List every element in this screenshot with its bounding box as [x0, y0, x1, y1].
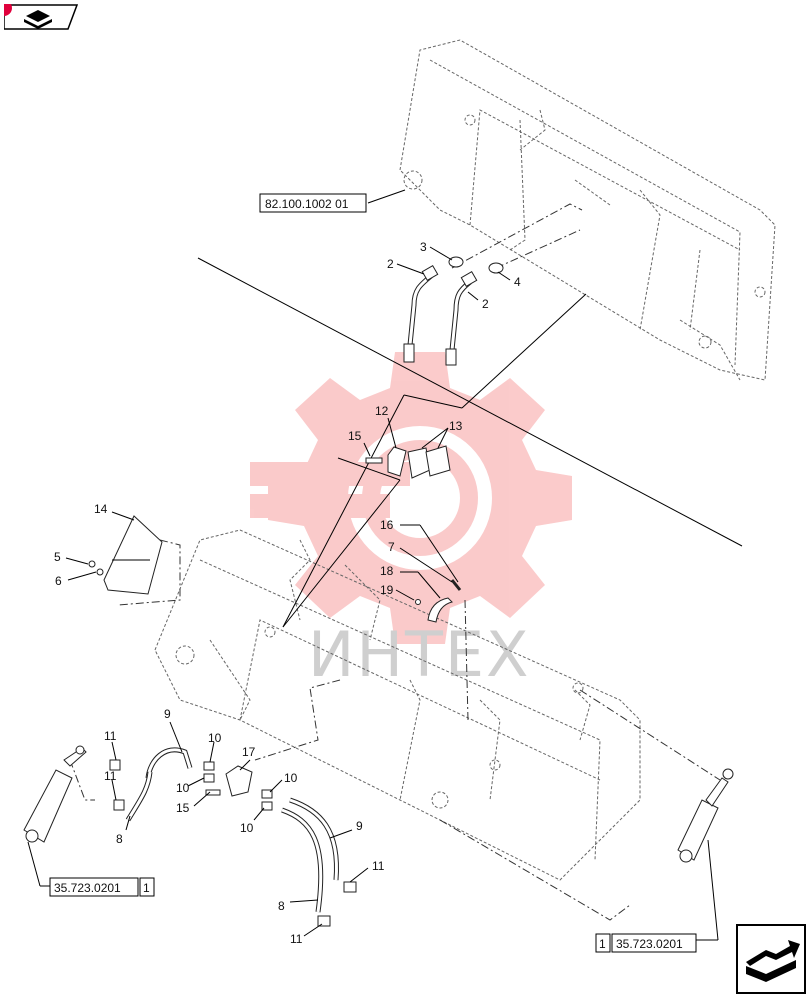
callout-13[interactable]: 13	[449, 419, 463, 433]
callout-7[interactable]: 7	[388, 540, 395, 554]
lower-bucket-outline	[154, 529, 641, 881]
callout-15-lower[interactable]: 15	[176, 801, 190, 815]
callout-11-d[interactable]: 11	[290, 932, 303, 946]
next-page-arrow-icon	[736, 924, 806, 994]
reference-left-cylinder-qty: 1	[143, 881, 150, 895]
pin-16-7	[450, 579, 462, 591]
upper-bucket-outline	[399, 39, 776, 381]
callout-11-a[interactable]: 11	[104, 729, 117, 743]
callout-15-upper[interactable]: 15	[348, 429, 362, 443]
clamp-13	[407, 445, 451, 479]
bolt-19	[415, 599, 421, 605]
callout-16[interactable]: 16	[380, 518, 394, 532]
routing-lines	[69, 203, 721, 921]
hose-9-upper	[145, 747, 193, 779]
callout-10-d[interactable]: 10	[240, 821, 254, 835]
callout-2-left[interactable]: 2	[387, 257, 394, 271]
washer-6	[96, 568, 104, 576]
screw-15-lower	[205, 789, 221, 796]
watermark-text: ИНТЕХ	[308, 618, 531, 691]
callout-11-c[interactable]: 11	[372, 859, 385, 873]
reference-right-cylinder[interactable]: 1 35.723.0201	[595, 933, 697, 953]
book-navigation-tab[interactable]	[0, 0, 79, 30]
hose-9-lower	[289, 797, 340, 881]
hose-2-left	[403, 264, 439, 363]
callout-10-c[interactable]: 10	[284, 771, 298, 785]
callout-9-lower[interactable]: 9	[356, 819, 363, 833]
reference-left-cylinder[interactable]: 35.723.0201 1	[49, 877, 155, 897]
callout-2-right[interactable]: 2	[482, 297, 489, 311]
callout-19[interactable]: 19	[380, 583, 394, 597]
callout-3[interactable]: 3	[420, 240, 427, 254]
bolt-5	[88, 560, 96, 568]
callout-5[interactable]: 5	[54, 550, 61, 564]
reference-left-cylinder-code: 35.723.0201	[54, 881, 121, 895]
screw-15-upper	[365, 457, 383, 464]
callout-18[interactable]: 18	[380, 564, 394, 578]
reference-bucket[interactable]: 82.100.1002 01	[259, 193, 367, 213]
assembly-lines	[197, 257, 743, 628]
hose-8-upper	[125, 771, 153, 822]
hose-2-right	[445, 270, 478, 366]
valve-block-17	[225, 765, 253, 797]
callout-10-a[interactable]: 10	[208, 731, 222, 745]
callout-10-b[interactable]: 10	[176, 781, 190, 795]
watermark-gear-icon	[250, 352, 572, 644]
plug-3	[448, 256, 464, 268]
reference-bucket-code: 82.100.1002 01	[265, 197, 349, 211]
callout-8-lower[interactable]: 8	[278, 899, 285, 913]
hydraulic-cylinder-left	[23, 745, 87, 843]
reference-right-cylinder-code: 35.723.0201	[616, 937, 683, 951]
guard-plate-14	[103, 515, 163, 595]
fitting-10	[203, 761, 273, 811]
hose-8-lower	[281, 807, 324, 913]
callout-11-b[interactable]: 11	[104, 769, 117, 783]
callout-9-upper[interactable]: 9	[164, 707, 171, 721]
callout-6[interactable]: 6	[55, 574, 62, 588]
callout-8-upper[interactable]: 8	[116, 832, 123, 846]
fitting-11	[109, 759, 357, 927]
callout-17[interactable]: 17	[242, 745, 256, 759]
leader-lines	[27, 189, 719, 941]
callout-14[interactable]: 14	[94, 502, 108, 516]
plug-4	[488, 262, 504, 274]
clamp-12	[387, 446, 407, 477]
callout-12[interactable]: 12	[375, 404, 389, 418]
bracket-18	[427, 597, 453, 623]
book-arrow-icon	[0, 0, 79, 30]
hydraulic-cylinder-right	[677, 768, 734, 863]
next-page-button[interactable]	[736, 924, 806, 994]
callout-4[interactable]: 4	[514, 275, 521, 289]
reference-right-cylinder-qty: 1	[599, 937, 606, 951]
